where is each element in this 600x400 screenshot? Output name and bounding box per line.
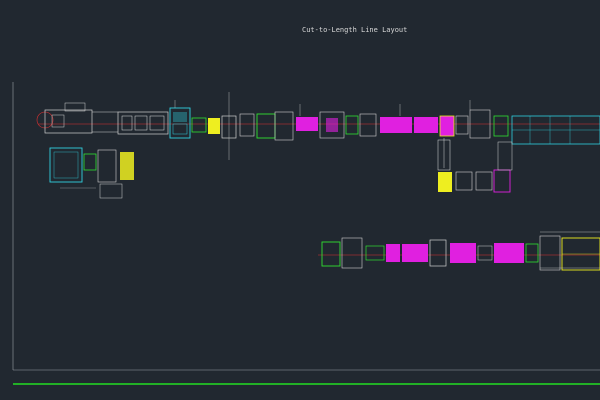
magenta-outline-unit: [493, 169, 511, 193]
leveler-unit: [117, 111, 169, 135]
yellow-unit-1: [208, 118, 220, 134]
magenta-unit-2: [380, 117, 412, 133]
drawing-title-line-1: Cut-to-Length Line Layout: [302, 26, 408, 34]
magenta-unit-3: [386, 244, 400, 262]
magenta-unit-1: [296, 117, 318, 131]
lower-line-group: [318, 231, 600, 271]
cyan-unit: [169, 107, 191, 139]
green-unit-4: [321, 241, 341, 267]
control-room-group: [49, 147, 134, 199]
control-room: [49, 147, 83, 183]
magenta-unit-4: [450, 243, 476, 263]
magenta-yellow-unit: [439, 115, 455, 137]
yellow-unit-3: [438, 172, 452, 192]
green-unit-1: [191, 117, 207, 133]
upper-line-group: [36, 92, 600, 160]
branch-group: [437, 138, 513, 193]
entry-frame: [44, 109, 93, 134]
yellow-unit-2: [120, 152, 134, 180]
green-unit-2: [256, 113, 276, 139]
green-unit-3: [345, 115, 359, 135]
